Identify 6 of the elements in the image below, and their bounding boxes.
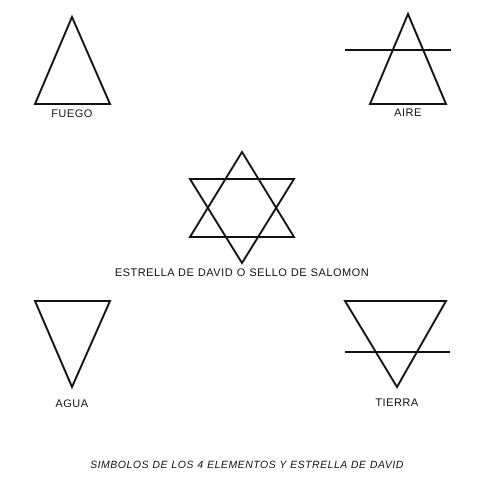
symbol-label: AGUA	[55, 398, 89, 410]
caption: SIMBOLOS DE LOS 4 ELEMENTOS Y ESTRELLA DE DAVID	[90, 459, 404, 471]
symbol-label: ESTRELLA DE DAVID O SELLO DE SALOMON	[114, 267, 370, 279]
symbol-label: AIRE	[394, 107, 422, 119]
symbol-label: TIERRA	[375, 397, 419, 409]
symbol-label: FUEGO	[51, 108, 93, 120]
